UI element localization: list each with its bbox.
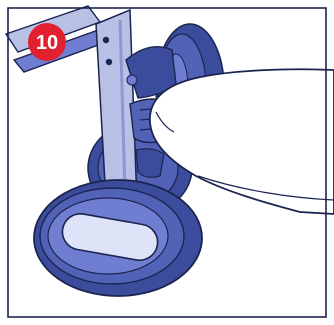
rivet-icon: [106, 59, 112, 65]
front-wheel-icon: [34, 180, 202, 296]
rivet-icon: [103, 37, 109, 43]
step-number: 10: [36, 32, 58, 54]
step-badge: 10: [28, 23, 66, 61]
